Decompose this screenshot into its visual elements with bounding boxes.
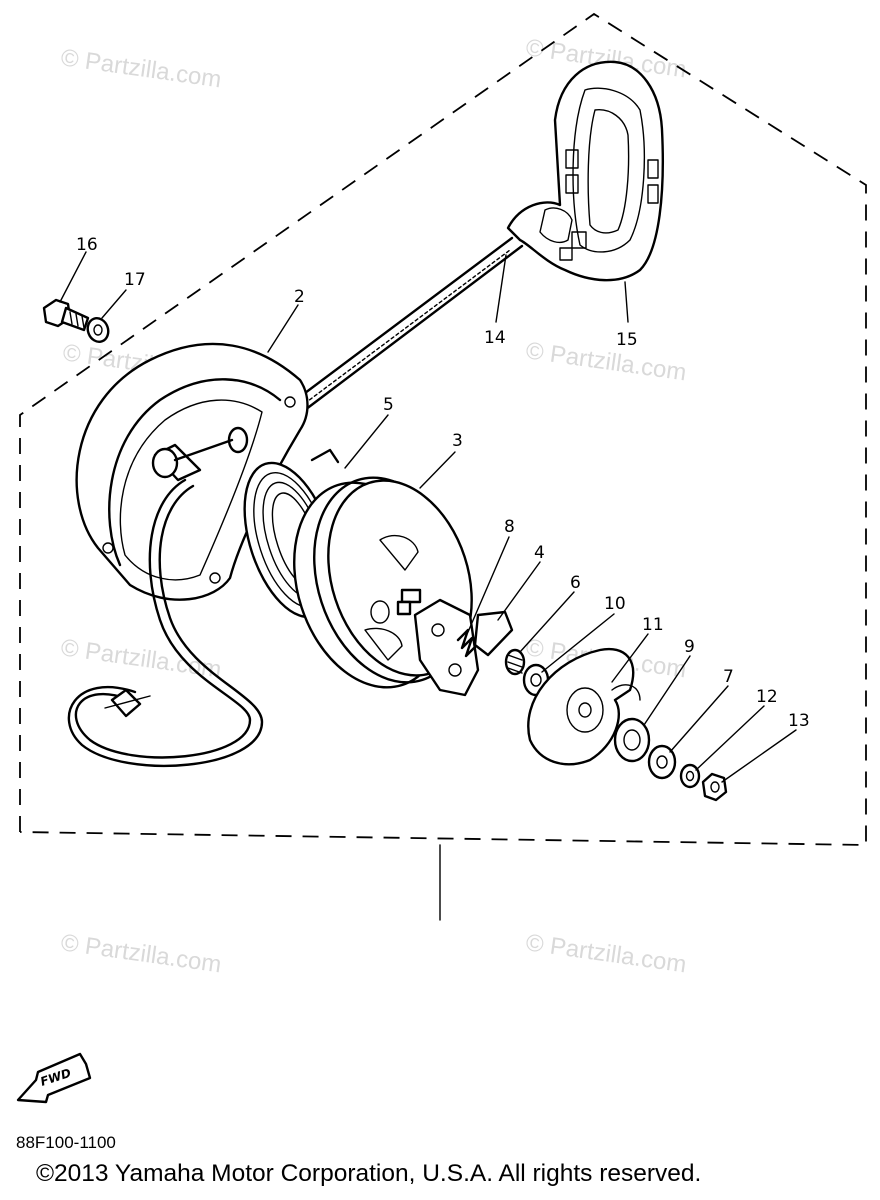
watermark: © Partzilla.com <box>524 337 688 386</box>
stop-cable <box>67 478 264 767</box>
lock-washer <box>679 763 701 789</box>
callout-8: 8 <box>504 517 515 537</box>
callout-11: 11 <box>642 615 664 635</box>
callout-2: 2 <box>294 287 305 307</box>
leader-lines <box>59 251 797 783</box>
assembly-boundary <box>19 12 867 846</box>
callout-3: 3 <box>452 431 463 451</box>
callout-5: 5 <box>383 395 394 415</box>
callout-10: 10 <box>604 594 626 614</box>
washer <box>86 317 110 343</box>
watermark: © Partzilla.com <box>59 929 223 978</box>
callout-13: 13 <box>788 711 810 731</box>
callout-labels: 16 17 2 14 15 5 3 8 4 6 10 11 9 7 12 13 <box>76 235 810 731</box>
starter-handle <box>506 60 664 282</box>
drive-plate <box>527 647 641 766</box>
callout-14: 14 <box>484 328 506 348</box>
bolt <box>42 298 90 332</box>
fwd-arrow-icon: FWD <box>16 1052 92 1104</box>
nut <box>701 772 728 802</box>
washer-9 <box>613 717 651 763</box>
callout-9: 9 <box>684 637 695 657</box>
callout-12: 12 <box>756 687 778 707</box>
diagram-code: 88F100-1100 <box>16 1133 116 1152</box>
washer-7 <box>647 744 677 780</box>
copyright-notice: ©2013 Yamaha Motor Corporation, U.S.A. A… <box>36 1160 702 1187</box>
pawl-spring <box>456 628 478 658</box>
pawl <box>413 598 514 697</box>
starter-case <box>75 342 309 601</box>
starter-rope <box>283 236 524 418</box>
watermark: © Partzilla.com <box>59 44 223 93</box>
callout-7: 7 <box>723 667 734 687</box>
callout-15: 15 <box>616 330 638 350</box>
callout-4: 4 <box>534 543 545 563</box>
callout-16: 16 <box>76 235 98 255</box>
callout-6: 6 <box>570 573 581 593</box>
callout-17: 17 <box>124 270 146 290</box>
spring <box>504 648 526 676</box>
watermark: © Partzilla.com <box>524 929 688 978</box>
